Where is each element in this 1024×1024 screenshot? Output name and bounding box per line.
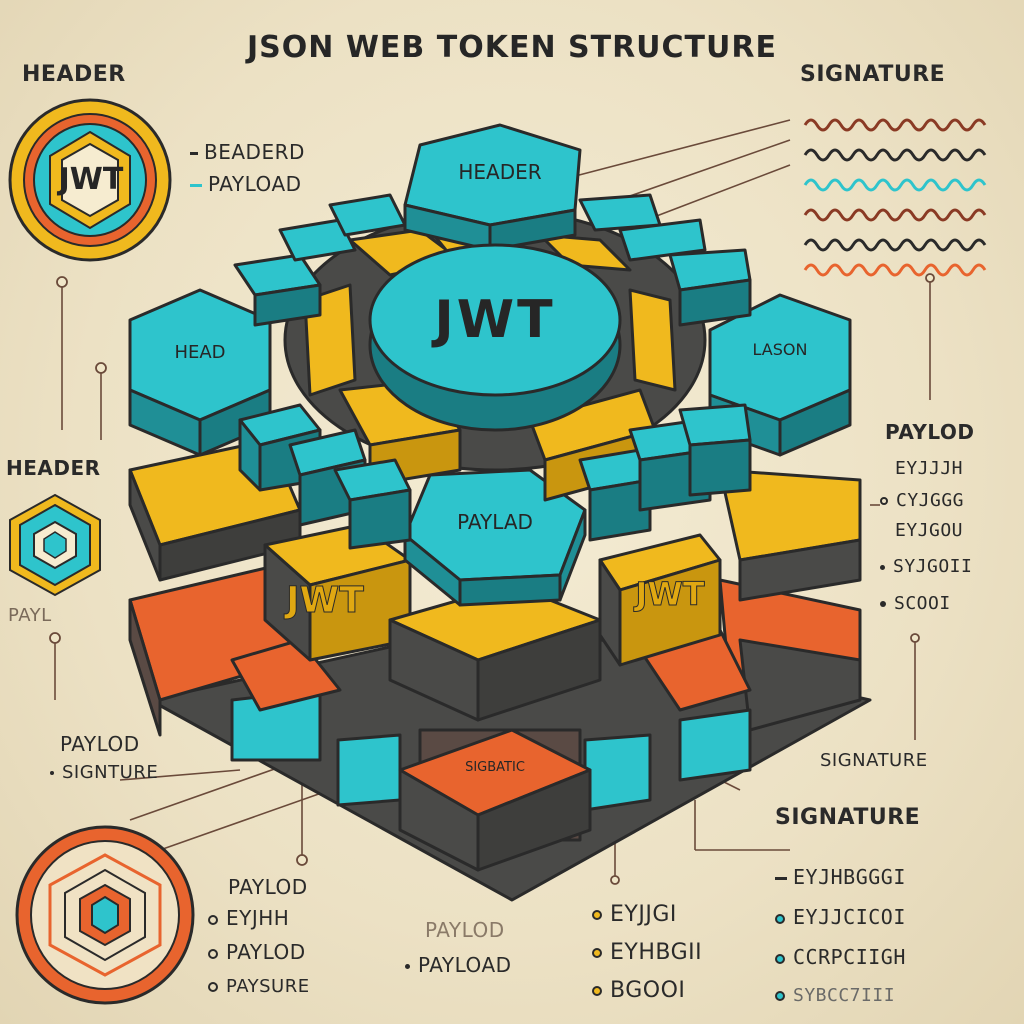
signature-label-top-right: SIGNATURE [800, 62, 946, 87]
bottom-left-emblem [15, 825, 195, 1005]
legend-item-payload: PAYLOAD [190, 172, 302, 196]
payload-item-right: EYJGOU [895, 520, 964, 541]
payload-heading-right: PAYLOD [885, 420, 975, 444]
payload-label-left: PAYLOD [60, 732, 140, 756]
jwt-emblem [8, 98, 172, 262]
right-jason-block-label: LASON [752, 340, 808, 359]
bottom-middle-item: BGOOI [592, 978, 685, 1003]
signature-label-left: SIGNTURE [50, 762, 158, 783]
bottom-left-item: PAYSURE [208, 976, 310, 997]
legend-item-beaderd: BEADERD [190, 140, 305, 164]
bottom-middle-item: EYJJGI [592, 902, 677, 927]
signature-label-right-mid: SIGNATURE [820, 750, 928, 771]
signature-item-right: SYBCC7III [775, 985, 895, 1006]
connector-nodes [49, 273, 935, 885]
payl-label: PAYL [8, 605, 52, 626]
bottom-middle-item: EYHBGII [592, 940, 702, 965]
front-payload-block-label: PAYLAD [457, 510, 533, 534]
page-title: JSON WEB TOKEN STRUCTURE [247, 30, 777, 65]
center-jwt-label: JWT [434, 290, 556, 350]
left-jwt-block-label: JWT [286, 580, 365, 622]
bottom-left-item: EYJHH [208, 906, 289, 930]
block-stack [128, 123, 872, 902]
bottom-center-item: PAYLOAD [405, 953, 512, 977]
top-header-block-label: HEADER [458, 160, 542, 184]
signature-squiggles [803, 118, 987, 277]
header-label-top-left: HEADER [22, 62, 126, 87]
emblem-jwt-label: JWT [58, 162, 124, 197]
payload-item-right: SCOOI [880, 593, 951, 614]
signature-item-right: CCRPCIIGH [775, 945, 906, 969]
right-jwt-block-label: JWT [635, 575, 705, 614]
payload-item-right: EYJJJH [895, 458, 964, 479]
signature-heading-right: SIGNATURE [775, 805, 921, 830]
left-hexagon-emblem [9, 493, 101, 597]
left-head-block-label: HEAD [174, 342, 226, 363]
bottom-signature-block-label: SIGBATIC [465, 760, 525, 775]
header-label-left-mid: HEADER [6, 456, 101, 480]
payload-item-right: SYJGOII [880, 556, 972, 577]
bottom-left-item: PAYLOD [208, 940, 306, 964]
signature-item-right: EYJJCICOI [775, 905, 906, 929]
payload-item-right: CYJGGG [880, 490, 964, 511]
signature-item-right: EYJHBGGGI [775, 865, 906, 889]
bottom-left-heading: PAYLOD [228, 875, 308, 899]
bottom-center-item: PAYLOD [425, 918, 505, 942]
